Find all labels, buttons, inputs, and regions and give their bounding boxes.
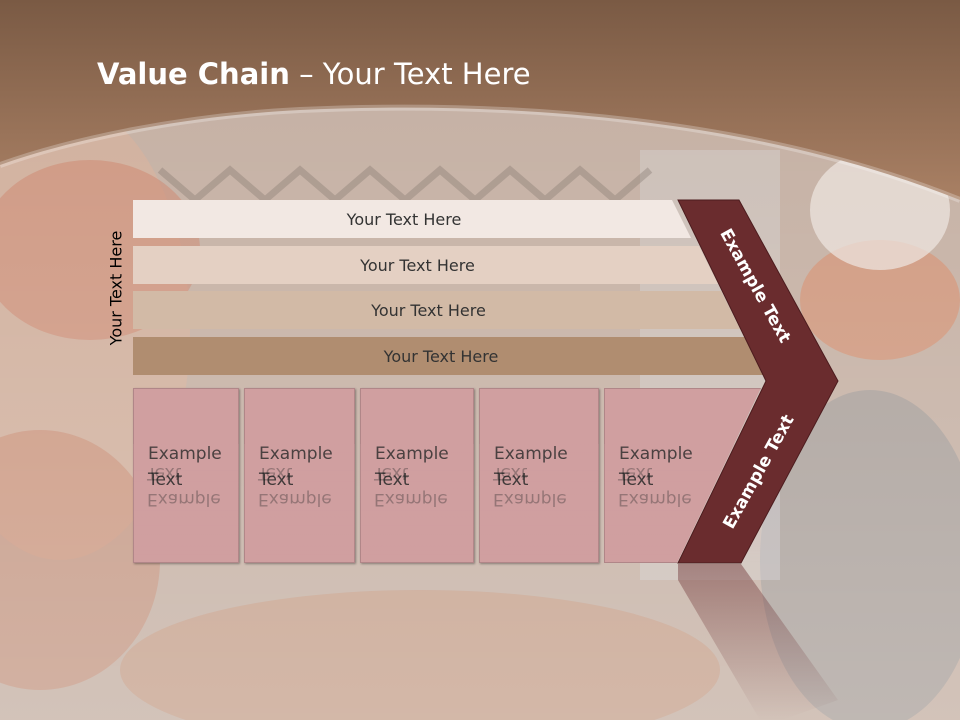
box-1-line2: Text bbox=[148, 470, 183, 490]
chevron-reflection bbox=[678, 564, 838, 720]
bar-1: Your Text Here bbox=[133, 200, 691, 238]
bar-3: Your Text Here bbox=[133, 291, 740, 329]
box-3-line1: Example bbox=[375, 444, 449, 464]
box-4-line2: Text bbox=[494, 470, 529, 490]
chevron-shape bbox=[677, 199, 839, 564]
bar-3-label: Your Text Here bbox=[371, 300, 486, 320]
title-bold: Value Chain bbox=[97, 57, 290, 91]
bar-4-label: Your Text Here bbox=[383, 346, 499, 366]
box-2-line1: Example bbox=[259, 444, 333, 464]
box-2: Example Text bbox=[244, 388, 355, 563]
box-3-line2: Text bbox=[375, 470, 410, 490]
bar-2: Your Text Here bbox=[133, 246, 718, 284]
title-rest: – Your Text Here bbox=[289, 57, 531, 91]
box-4-line1: Example bbox=[494, 444, 568, 464]
box-5-line2: Text bbox=[619, 470, 654, 490]
bar-1-label: Your Text Here bbox=[346, 209, 462, 229]
bar-2-label: Your Text Here bbox=[360, 255, 475, 275]
box-3: Example Text bbox=[360, 388, 474, 563]
box-2-line2: Text bbox=[259, 470, 294, 490]
box-1: Example Text bbox=[133, 388, 239, 563]
bar-4: Your Text Here bbox=[133, 337, 765, 375]
box-1-line1: Example bbox=[148, 444, 222, 464]
box-4: Example Text bbox=[479, 388, 599, 563]
box-5-line1: Example bbox=[619, 444, 693, 464]
slide-title: Value Chain – Your Text Here bbox=[97, 54, 531, 94]
